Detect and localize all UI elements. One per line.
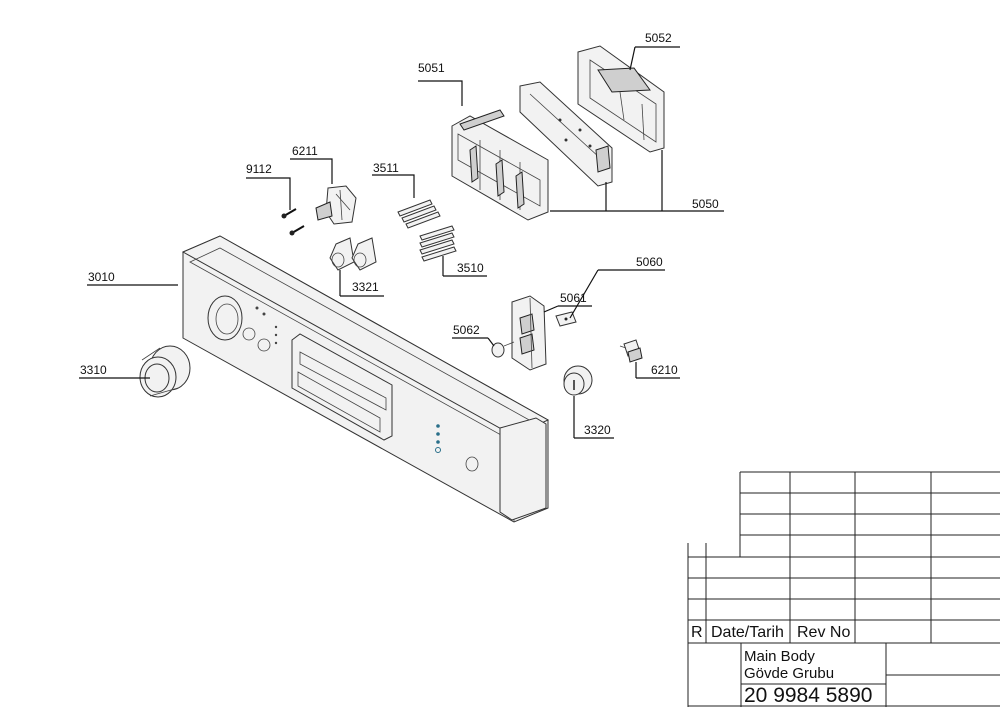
selector-switch xyxy=(315,185,357,225)
leader-lines xyxy=(79,46,724,439)
rev-header-revno: Rev No xyxy=(797,624,850,641)
title-line-english: Main Body xyxy=(744,648,815,665)
electronic-board xyxy=(519,81,613,187)
label-6210: 6210 xyxy=(651,363,678,377)
label-3511: 3511 xyxy=(373,161,399,175)
label-5051: 5051 xyxy=(418,61,445,75)
screws xyxy=(281,208,305,236)
label-5062: 5062 xyxy=(453,323,480,337)
rev-header-date: Date/Tarih xyxy=(711,624,784,641)
label-5060: 5060 xyxy=(636,255,663,269)
label-6211: 6211 xyxy=(292,144,318,158)
board-cover xyxy=(577,45,665,153)
small-knob xyxy=(563,365,593,396)
light-pipes-short xyxy=(397,199,441,229)
label-3321: 3321 xyxy=(352,280,379,294)
button-lenses xyxy=(329,237,377,271)
label-5050: 5050 xyxy=(692,197,719,211)
label-3010: 3010 xyxy=(88,270,115,284)
front-control-panel xyxy=(181,235,550,523)
title-line-turkish: Gövde Grubu xyxy=(744,665,834,682)
title-block: R Date/Tarih Rev No Main Body Gövde Grub… xyxy=(687,471,1000,707)
push-switch xyxy=(619,339,643,363)
label-3310: 3310 xyxy=(80,363,107,377)
pcb-carrier-frame xyxy=(451,109,549,221)
main-knob xyxy=(139,345,191,398)
part-labels: 5052 5051 5050 6211 9112 3511 3510 3321 … xyxy=(80,31,719,437)
light-pipes-long xyxy=(419,225,457,262)
switch-contact xyxy=(555,311,577,327)
label-5052: 5052 xyxy=(645,31,672,45)
label-3510: 3510 xyxy=(457,261,484,275)
rev-header-r: R xyxy=(691,624,703,641)
label-3320: 3320 xyxy=(584,423,611,437)
label-9112: 9112 xyxy=(246,162,272,176)
drawing-number: 20 9984 5890 xyxy=(744,684,872,707)
label-5061: 5061 xyxy=(560,291,587,305)
indicator-led xyxy=(491,341,515,358)
door-switch-housing xyxy=(511,295,547,371)
